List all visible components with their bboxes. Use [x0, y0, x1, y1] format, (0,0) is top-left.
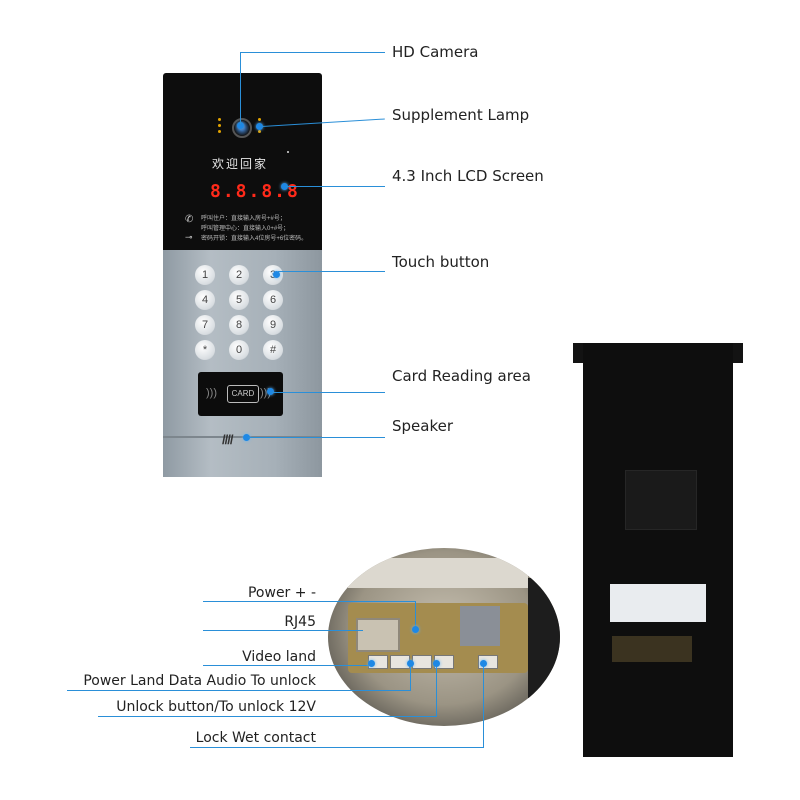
callout-dot [243, 434, 250, 441]
pcb-closeup [328, 548, 560, 726]
segment-display: 8.8.8.8 [210, 181, 300, 202]
closeup-dark-side [528, 578, 560, 698]
rj45-port [356, 618, 400, 652]
speaker-grille-icon: //// [222, 432, 233, 447]
callout-line [272, 392, 385, 393]
unlock-button-label: Unlock button/To unlock 12V [116, 699, 316, 715]
speaker-label: Speaker [392, 417, 454, 435]
callout-dot [281, 183, 288, 190]
relay-component [460, 606, 500, 646]
card-label: CARD [227, 385, 259, 403]
key-2[interactable]: 2 [229, 265, 249, 285]
lamp-led [258, 118, 261, 121]
rj45-label: RJ45 [284, 614, 316, 630]
callout-line [203, 665, 371, 666]
spec-sticker [610, 584, 706, 622]
callout-line [240, 52, 241, 124]
callout-line [410, 665, 411, 691]
callout-line [203, 601, 416, 602]
callout-line [203, 630, 363, 631]
instruction-line: 呼叫住户：直接输入房号+#号； [201, 216, 286, 222]
callout-line [483, 665, 484, 748]
callout-line [248, 437, 385, 438]
callout-line [240, 52, 385, 53]
key-1[interactable]: 1 [195, 265, 215, 285]
callout-dot [407, 660, 414, 667]
panel-display-area [163, 73, 322, 250]
key-9[interactable]: 9 [263, 315, 283, 335]
card-reading-label: Card Reading area [392, 367, 531, 385]
key-hash[interactable]: # [263, 340, 283, 360]
callout-line [67, 690, 411, 691]
instruction-line: 呼叫管理中心：直接输入0+#号； [201, 226, 290, 232]
lcd-screen-label: 4.3 Inch LCD Screen [392, 167, 544, 185]
callout-line [286, 186, 385, 187]
back-pcb [612, 636, 692, 662]
supplement-lamp-label: Supplement Lamp [392, 106, 530, 124]
key-star[interactable]: * [195, 340, 215, 360]
callout-dot [273, 271, 280, 278]
back-camera-window [625, 470, 697, 530]
power-label: Power + - [247, 585, 316, 601]
lamp-led [218, 118, 221, 121]
callout-line [190, 747, 484, 748]
panel-groove [163, 436, 322, 438]
callout-dot [368, 660, 375, 667]
power-data-audio-label: Power Land Data Audio To unlock [83, 673, 316, 689]
callout-line [98, 716, 437, 717]
welcome-text: 欢迎回家 [212, 157, 269, 171]
touch-button-label: Touch button [392, 253, 490, 271]
lamp-led [218, 130, 221, 133]
lamp-led [258, 130, 261, 133]
callout-line [436, 665, 437, 717]
callout-line [278, 271, 385, 272]
key-5[interactable]: 5 [229, 290, 249, 310]
callout-dot [267, 388, 274, 395]
callout-dot [412, 626, 419, 633]
hd-camera-label: HD Camera [392, 43, 479, 61]
back-housing [583, 343, 733, 757]
key-4[interactable]: 4 [195, 290, 215, 310]
key-6[interactable]: 6 [263, 290, 283, 310]
callout-line [415, 601, 416, 631]
callout-dot [237, 122, 244, 129]
callout-dot [433, 660, 440, 667]
rfid-wave-icon: ))) [260, 387, 271, 399]
key-0[interactable]: 0 [229, 340, 249, 360]
key-8[interactable]: 8 [229, 315, 249, 335]
panel-keypad-area [163, 250, 322, 477]
lamp-led [218, 124, 221, 127]
callout-dot [256, 123, 263, 130]
closeup-top-strip [348, 558, 528, 588]
key-7[interactable]: 7 [195, 315, 215, 335]
instruction-line: 密码开锁：直接输入4位房号+6位密码。 [201, 236, 308, 242]
lock-wet-label: Lock Wet contact [195, 730, 316, 746]
rfid-wave-icon: ))) [206, 387, 217, 399]
terminal-block [412, 655, 432, 669]
indicator-dot [287, 151, 289, 153]
phone-icon: ✆ [185, 214, 194, 225]
video-land-label: Video land [242, 649, 316, 665]
key-icon: ⊸ [185, 232, 193, 242]
callout-dot [480, 660, 487, 667]
